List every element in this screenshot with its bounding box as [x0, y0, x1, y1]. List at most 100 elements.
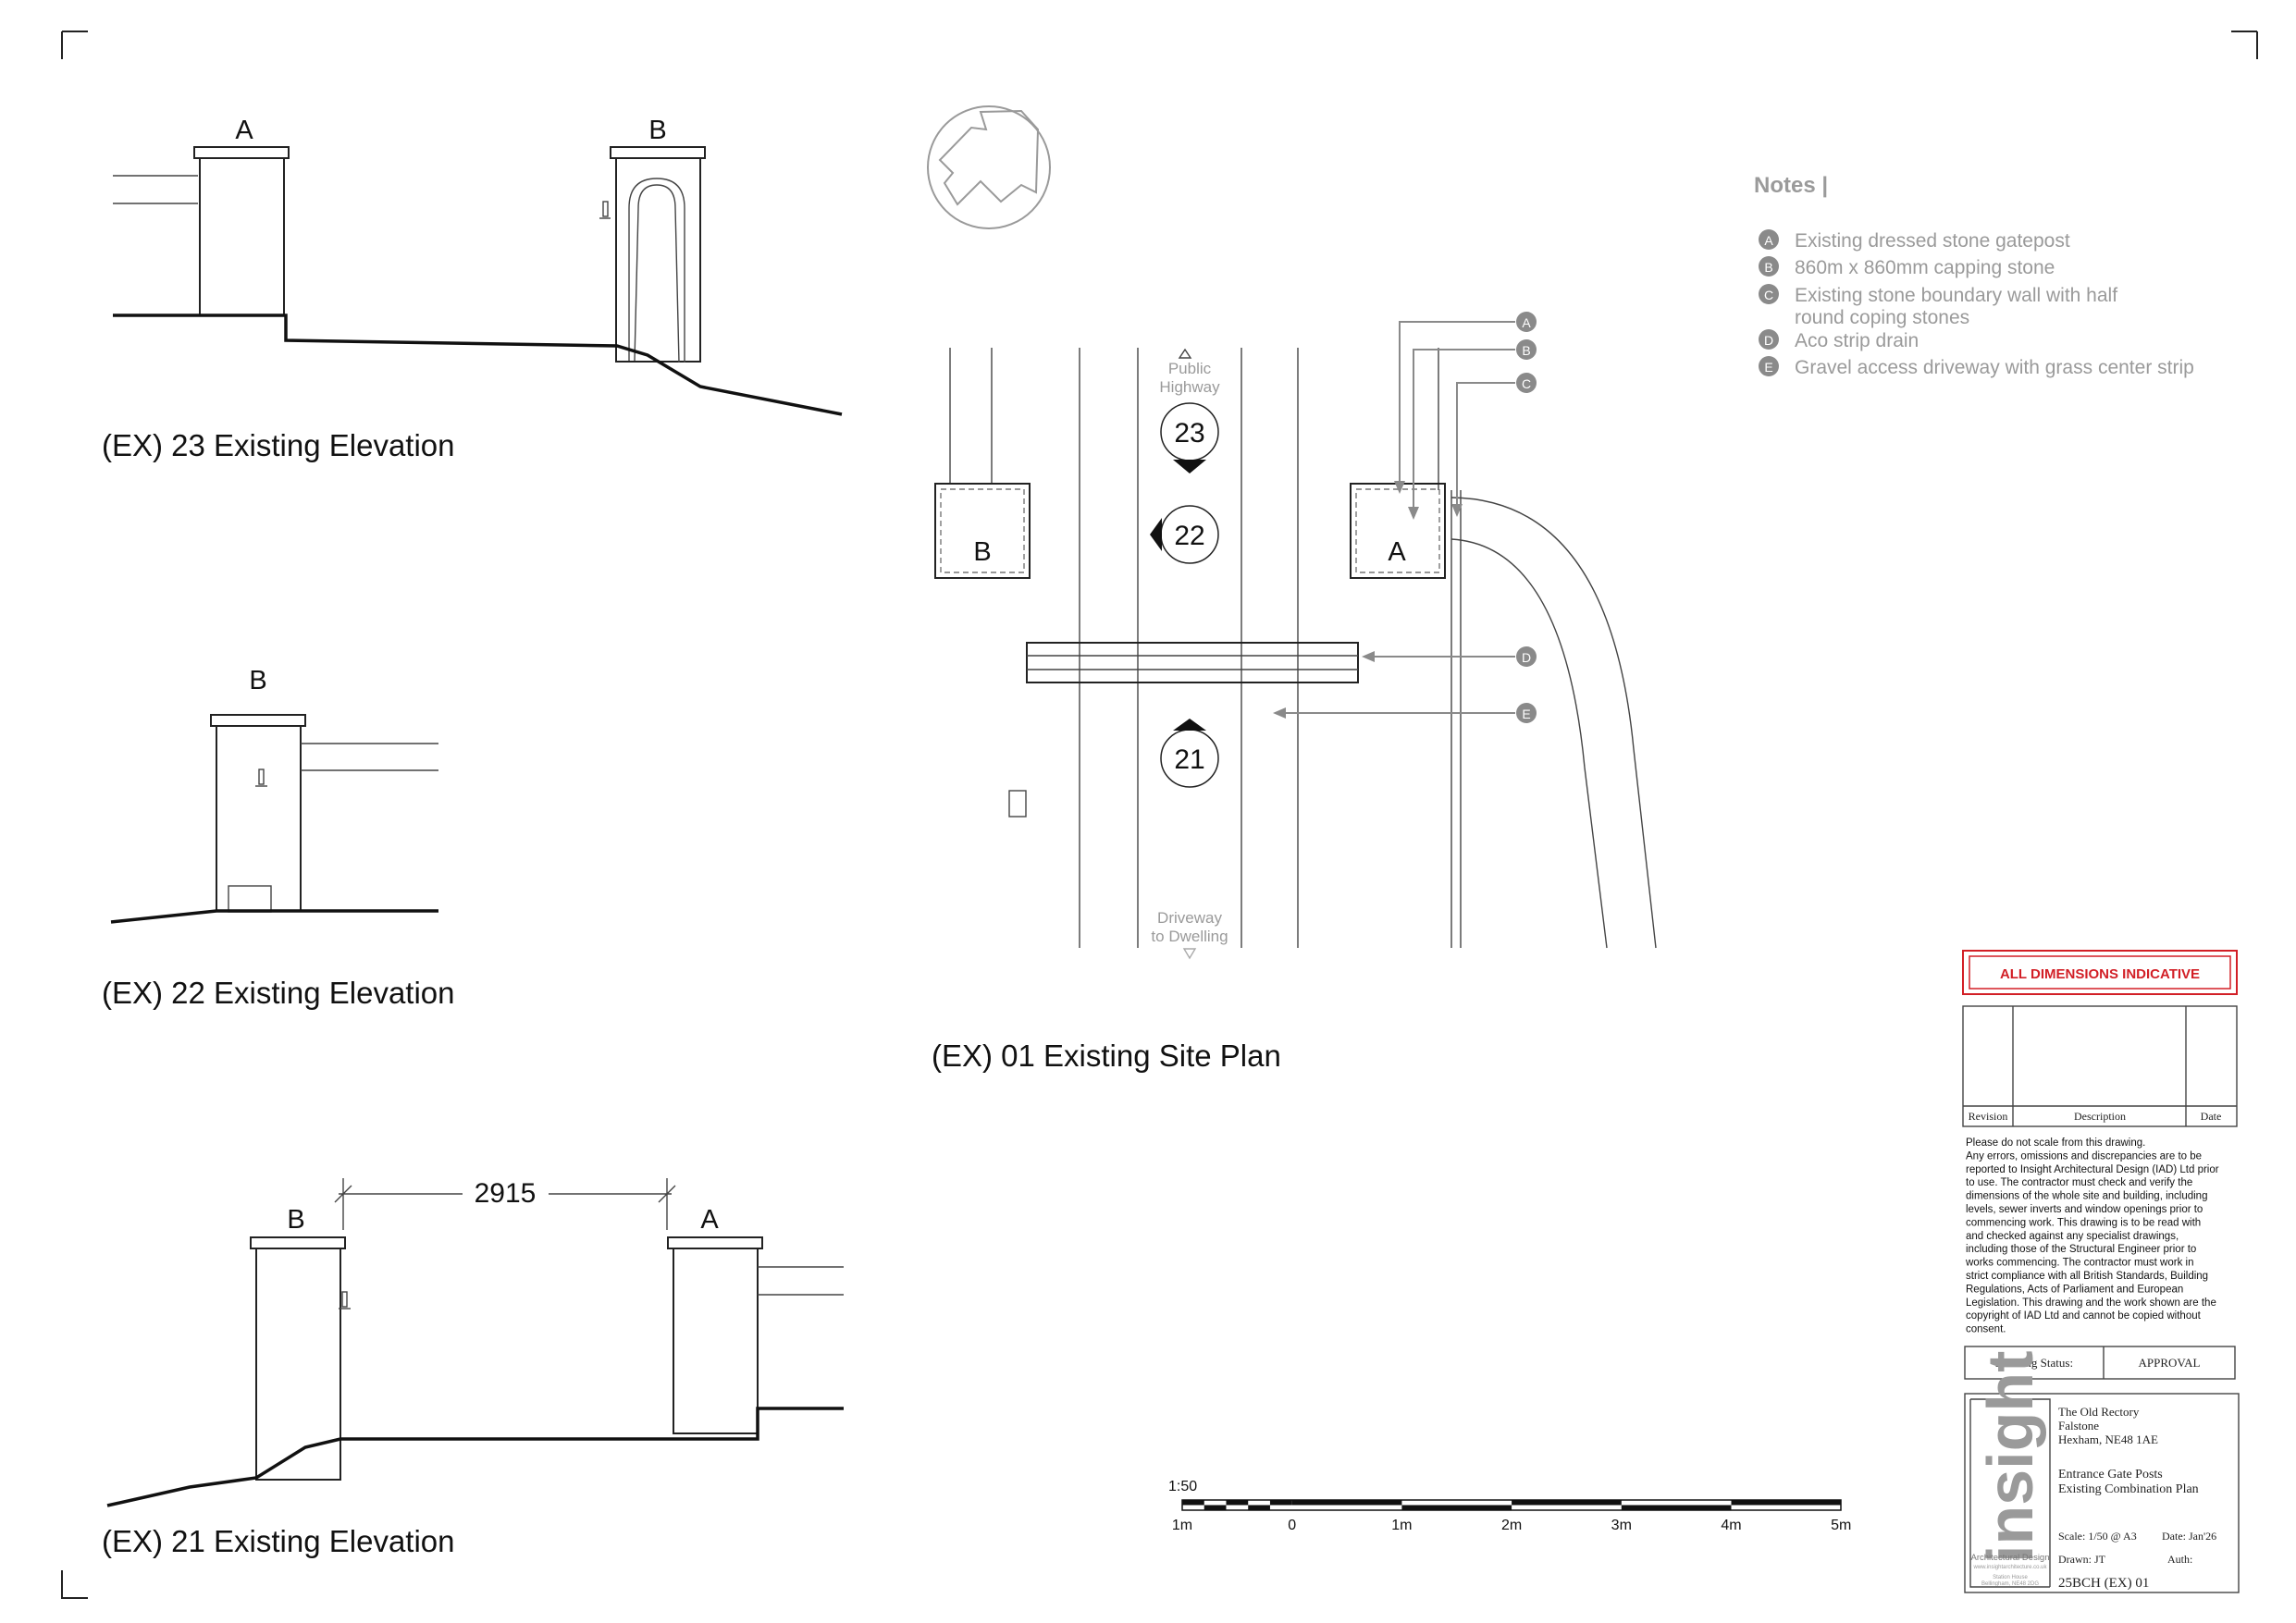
date-header: Date: [2201, 1110, 2222, 1123]
callout-leaders: [1273, 321, 1515, 719]
note-b-text: 860m x 860mm capping stone: [1795, 257, 2055, 278]
sheet-corner-marks: [61, 31, 2258, 1599]
note-c-key: C: [1764, 288, 1773, 302]
disclaimer-line: strict compliance with all British Stand…: [1966, 1271, 2208, 1282]
address-line-3: Hexham, NE48 1AE: [2058, 1432, 2158, 1446]
elevation-ex22: B (EX) 22 Existing Elevation: [102, 666, 455, 1010]
disclaimer-line: Regulations, Acts of Parliament and Euro…: [1966, 1284, 2183, 1295]
section-marker-23: 23: [1160, 402, 1219, 473]
disclaimer-line: commencing work. This drawing is to be r…: [1966, 1217, 2201, 1228]
note-e-key: E: [1764, 360, 1772, 375]
scale-segment: [1401, 1505, 1512, 1510]
scale-ratio: 1:50: [1168, 1479, 1197, 1494]
site-plan-title: (EX) 01 Existing Site Plan: [932, 1039, 1281, 1073]
drawing-title-1: Entrance Gate Posts: [2058, 1468, 2163, 1482]
address-line-2: Falstone: [2058, 1419, 2099, 1432]
description-header: Description: [2074, 1110, 2126, 1123]
scale-segment: [1512, 1500, 1622, 1506]
notes-panel: Notes | A Existing dressed stone gatepos…: [1754, 173, 2194, 378]
logo-address-2: Bellingham, NE48 2DG: [1981, 1581, 2039, 1587]
scale-tick-label: 1m: [1172, 1518, 1192, 1533]
drawing-number: 25BCH (EX) 01: [2058, 1576, 2149, 1591]
plan-post-a-label: A: [1388, 537, 1406, 567]
elevation-ex22-label-b: B: [249, 666, 266, 695]
section-marker-23-label: 23: [1174, 418, 1204, 449]
scale-segment: [1182, 1500, 1204, 1506]
disclaimer-line: consent.: [1966, 1324, 2006, 1335]
disclaimer-line: to use. The contractor must check and ve…: [1966, 1177, 2192, 1188]
disclaimer-line: Please do not scale from this drawing.: [1966, 1137, 2145, 1149]
note-item-a: A Existing dressed stone gatepost: [1759, 229, 2070, 252]
elevation-ex21-label-a: A: [700, 1205, 719, 1235]
title-block: ALL DIMENSIONS INDICATIVE Revision Descr…: [1962, 950, 2240, 1593]
elevation-ex22-title: (EX) 22 Existing Elevation: [102, 976, 455, 1010]
drawing-status-value: APPROVAL: [2139, 1356, 2201, 1370]
disclaimer-line: Legislation. This drawing and the work s…: [1966, 1297, 2216, 1309]
scale-segment: [1731, 1500, 1842, 1506]
disclaimer-line: Any errors, omissions and discrepancies …: [1966, 1150, 2202, 1162]
note-e-text: Gravel access driveway with grass center…: [1795, 357, 2194, 378]
elevation-ex23: A B (EX) 23 Existing Elevation: [102, 116, 843, 462]
drawing-status-label: Drawing Status:: [1995, 1356, 2073, 1370]
note-d-key: D: [1764, 333, 1773, 348]
disclaimer-line: reported to Insight Architectural Design…: [1966, 1164, 2219, 1175]
notes-heading: Notes |: [1754, 173, 1828, 198]
scale-tick-label: 1m: [1391, 1518, 1412, 1533]
disclaimer-line: dimensions of the whole site and buildin…: [1966, 1191, 2207, 1202]
callout-badges: A B C D E: [1516, 312, 1537, 723]
revision-header: Revision: [1969, 1110, 2008, 1123]
plan-top-label-1: Public: [1168, 360, 1212, 377]
scale-tick-label: 4m: [1721, 1518, 1741, 1533]
insight-logo: insight: [1974, 1351, 2046, 1563]
scale-segment: [1269, 1500, 1292, 1506]
scale-tick-label: 3m: [1611, 1518, 1632, 1533]
callout-e-label: E: [1522, 707, 1530, 721]
note-item-e: E Gravel access driveway with grass cent…: [1759, 356, 2194, 378]
note-c-text: Existing stone boundary wall with half: [1795, 285, 2117, 306]
callout-b-label: B: [1522, 343, 1530, 358]
scale-segment: [1204, 1505, 1227, 1510]
logo-url: www.insightarchitecture.co.uk: [1972, 1565, 2047, 1570]
auth-text: Auth:: [2167, 1553, 2192, 1566]
note-b-key: B: [1764, 260, 1772, 275]
disclaimer-line: including those of the Structural Engine…: [1966, 1244, 2196, 1255]
elevation-ex21-label-b: B: [287, 1205, 304, 1235]
drawn-text: Drawn: JT: [2058, 1553, 2106, 1566]
scale-segment: [1226, 1500, 1249, 1506]
callout-a-label: A: [1522, 315, 1531, 330]
north-arrow-icon: [927, 105, 1051, 229]
date-text: Date: Jan'26: [2162, 1530, 2216, 1543]
plan-bottom-label-1: Driveway: [1157, 909, 1222, 927]
plan-top-label-2: Highway: [1159, 378, 1220, 396]
disclaimer-line: copyright of IAD Ltd and cannot be copie…: [1966, 1310, 2202, 1322]
callout-c-label: C: [1522, 376, 1531, 391]
scale-tick-label: 0: [1288, 1518, 1296, 1533]
scale-segment: [1291, 1500, 1402, 1506]
disclaimer-line: and checked against any specialist drawi…: [1966, 1231, 2179, 1242]
section-marker-21: 21: [1160, 719, 1219, 788]
note-c-text-2: round coping stones: [1795, 307, 1969, 328]
note-item-c: C Existing stone boundary wall with half…: [1759, 284, 2117, 328]
note-item-b: B 860m x 860mm capping stone: [1759, 256, 2055, 278]
scale-segment: [1621, 1505, 1732, 1510]
note-item-d: D Aco strip drain: [1759, 329, 1919, 351]
elevation-ex23-title: (EX) 23 Existing Elevation: [102, 428, 455, 462]
logo-sub: Architectural Design: [1970, 1553, 2049, 1563]
scale-segment: [1248, 1505, 1270, 1510]
disclaimer-line: levels, sewer inverts and window opening…: [1966, 1204, 2203, 1215]
section-marker-22-label: 22: [1174, 521, 1204, 551]
elevation-ex21-title: (EX) 21 Existing Elevation: [102, 1524, 455, 1558]
disclaimer-text: Please do not scale from this drawing.An…: [1965, 1137, 2219, 1335]
drawing-title-2: Existing Combination Plan: [2058, 1482, 2199, 1496]
dimension-2915: 2915: [475, 1178, 537, 1209]
note-d-text: Aco strip drain: [1795, 330, 1919, 351]
elevation-ex21: 2915 B A (EX) 21 Existing Elevation: [102, 1174, 844, 1558]
scale-tick-label: 2m: [1501, 1518, 1522, 1533]
warning-all-dimensions-indicative: ALL DIMENSIONS INDICATIVE: [2000, 966, 2200, 982]
callout-d-label: D: [1522, 650, 1531, 665]
disclaimer-line: works commencing. The contractor must wo…: [1965, 1258, 2193, 1269]
note-a-text: Existing dressed stone gatepost: [1795, 230, 2070, 252]
elevation-ex23-label-a: A: [235, 116, 253, 145]
site-plan: B A Public Highway Driveway to Dwelling …: [932, 312, 1657, 1073]
